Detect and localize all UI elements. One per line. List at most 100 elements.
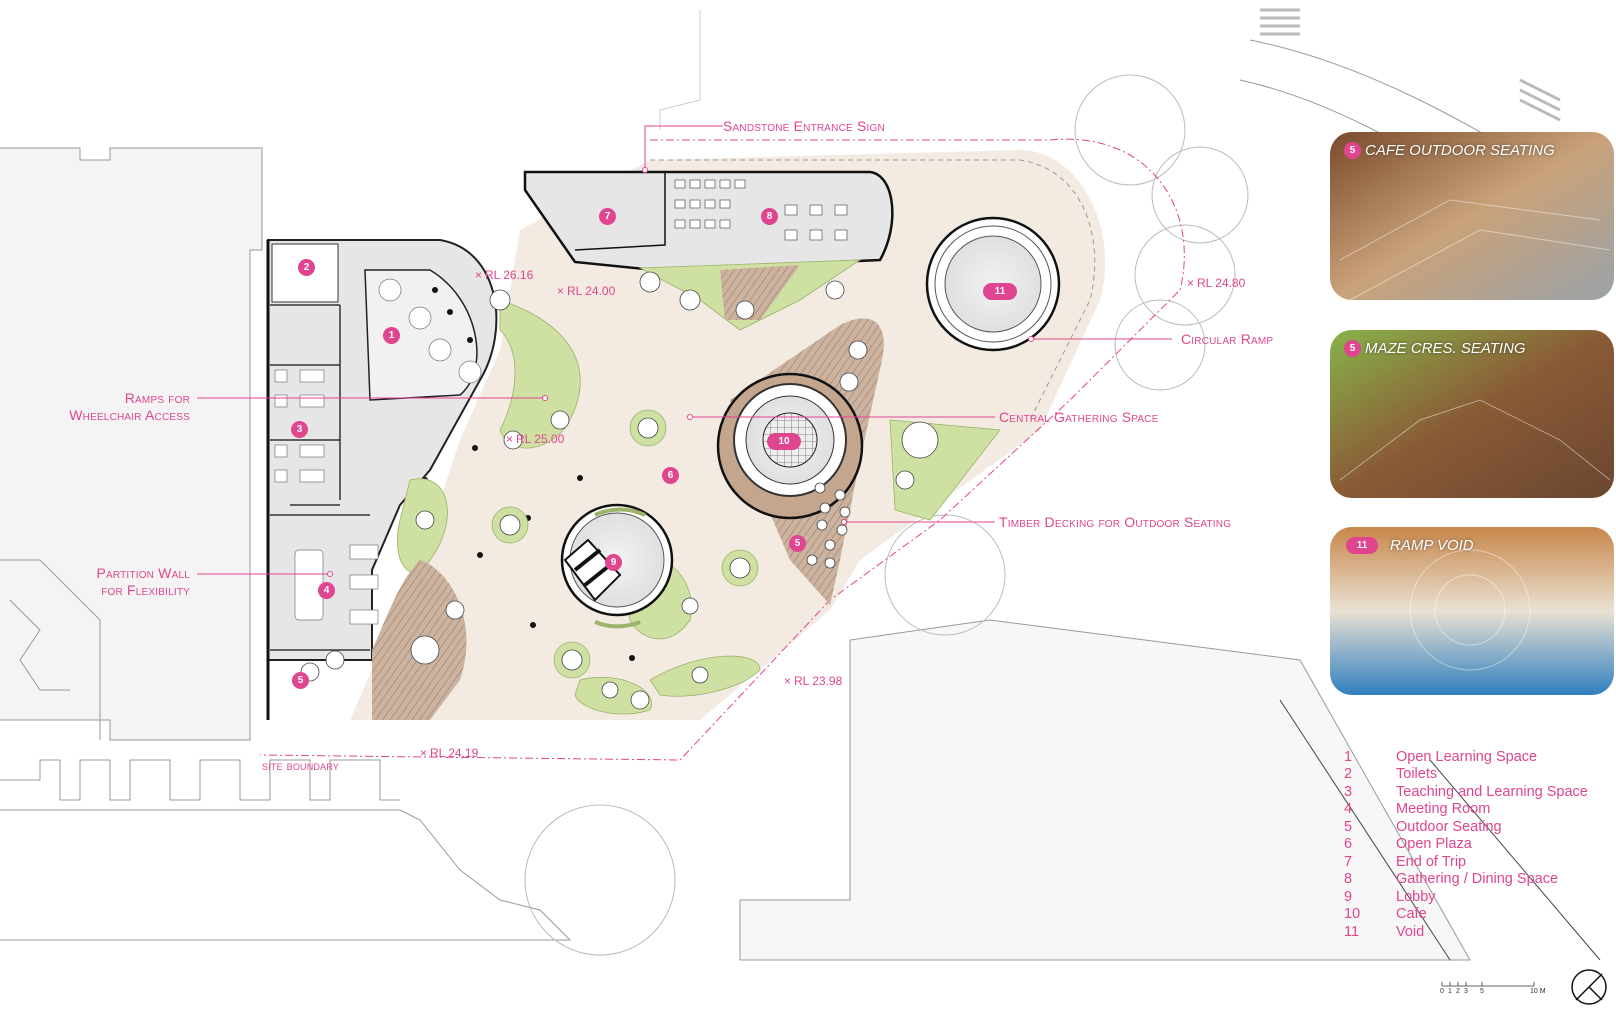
legend-row: 3 Teaching and Learning Space	[1344, 783, 1588, 801]
central-gathering-label: Central Gathering Space	[999, 409, 1159, 425]
legend-label: Teaching and Learning Space	[1396, 783, 1588, 800]
legend-row: 7 End of Trip	[1344, 853, 1588, 871]
scale-tick: 3	[1464, 988, 1468, 995]
scale-tick: 1	[1448, 988, 1452, 995]
cafe-outdoor-seating-photo	[1330, 132, 1614, 300]
legend-number: 3	[1344, 783, 1353, 800]
legend-row: 4 Meeting Room	[1344, 801, 1588, 819]
level-marker-icon: ×	[506, 432, 514, 446]
legend-row: 8 Gathering / Dining Space	[1344, 871, 1588, 889]
learning-building	[266, 239, 635, 720]
scale-tick: 0	[1440, 988, 1444, 995]
circular-ramp-label: Circular Ramp	[1181, 331, 1274, 347]
level-value: RL 23.98	[794, 674, 843, 688]
legend-label: Lobby	[1396, 888, 1436, 905]
legend: 1 Open Learning Space 2 Toilets 3 Teaching …	[1344, 748, 1588, 941]
north-arrow	[1571, 969, 1607, 1005]
crossing	[1260, 8, 1561, 122]
marker-11: 11	[983, 283, 1017, 300]
level-value: RL 24.80	[1197, 276, 1246, 290]
ramp-void-photo	[1330, 527, 1614, 695]
level-rl-24-80: ×RL 24.80	[1187, 276, 1245, 290]
context-trees	[524, 74, 1249, 956]
card-title-text: CAFE OUTDOOR SEATING	[1365, 142, 1555, 159]
legend-label: Open Plaza	[1396, 836, 1472, 853]
card-title-text: MAZE CRES. SEATING	[1365, 340, 1526, 357]
marker-5-west: 5	[292, 672, 309, 689]
legend-label: Void	[1396, 923, 1425, 940]
level-marker-icon: ×	[784, 674, 792, 688]
legend-number: 7	[1344, 853, 1353, 870]
legend-number: 1	[1344, 748, 1353, 765]
partition-label-line-2: for Flexibility	[101, 582, 190, 598]
level-value: RL 24.00	[567, 284, 616, 298]
marker-8: 8	[761, 208, 778, 225]
level-marker-icon: ×	[420, 746, 428, 760]
legend-label: Toilets	[1396, 766, 1438, 783]
marker-7: 7	[599, 208, 616, 225]
marker-4: 4	[318, 582, 335, 599]
level-rl-26-16: ×RL 26.16	[475, 268, 533, 282]
legend-row: 5 Outdoor Seating	[1344, 818, 1588, 836]
dining-building	[523, 170, 894, 272]
legend-number: 10	[1344, 906, 1361, 923]
ramps-label: Ramps for Wheelchair Access	[40, 390, 190, 424]
legend-label: Open Learning Space	[1396, 748, 1538, 765]
card-number: 11	[1346, 537, 1378, 554]
context-buildings	[0, 10, 1601, 961]
card-title: 11 RAMP VOID	[1346, 537, 1474, 554]
scale-tick: 5	[1480, 988, 1484, 995]
site-boundary-line	[259, 138, 1185, 761]
legend-number: 11	[1344, 923, 1360, 940]
legend-number: 2	[1344, 766, 1353, 783]
level-marker-icon: ×	[1187, 276, 1195, 290]
legend-label: Outdoor Seating	[1396, 818, 1502, 835]
marker-5-east: 5	[789, 535, 806, 552]
legend-row: 6 Open Plaza	[1344, 836, 1588, 854]
ramps-label-line-2: Wheelchair Access	[69, 407, 190, 423]
card-title-text: RAMP VOID	[1390, 537, 1474, 554]
legend-number: 5	[1344, 818, 1353, 835]
legend-number: 4	[1344, 801, 1353, 818]
legend-label: Meeting Room	[1396, 801, 1491, 818]
level-value: RL 24.19	[430, 746, 479, 760]
legend-row: 1 Open Learning Space	[1344, 748, 1588, 766]
legend-row: 2 Toilets	[1344, 766, 1588, 784]
scale-tick: 10 M	[1530, 988, 1546, 995]
site-boundary-label: site boundary	[262, 758, 340, 773]
legend-number: 6	[1344, 836, 1353, 853]
legend-number: 8	[1344, 871, 1353, 888]
legend-label: End of Trip	[1396, 853, 1467, 870]
level-marker-icon: ×	[557, 284, 565, 298]
card-number: 5	[1344, 340, 1361, 357]
legend-row: 9 Lobby	[1344, 888, 1588, 906]
level-value: RL 26.16	[485, 268, 534, 282]
legend-row: 10 Cafe	[1344, 906, 1588, 924]
level-rl-25-00: ×RL 25.00	[506, 432, 564, 446]
timber-decking-label: Timber Decking for Outdoor Seating	[999, 514, 1232, 530]
card-ramp-void: 11 RAMP VOID	[1330, 527, 1614, 695]
legend-row: 11 Void	[1344, 923, 1588, 941]
marker-2: 2	[298, 259, 315, 276]
level-rl-24-00: ×RL 24.00	[557, 284, 615, 298]
maze-cres-seating-photo	[1330, 330, 1614, 498]
level-rl-24-19: ×RL 24.19	[420, 746, 478, 760]
level-marker-icon: ×	[475, 268, 483, 282]
marker-1: 1	[383, 327, 400, 344]
partition-label: Partition Wall for Flexibility	[40, 565, 190, 599]
legend-number: 9	[1344, 888, 1353, 905]
scale-tick: 2	[1456, 988, 1460, 995]
legend-label: Gathering / Dining Space	[1396, 871, 1559, 888]
level-rl-23-98: ×RL 23.98	[784, 674, 842, 688]
marker-3: 3	[291, 421, 308, 438]
sandstone-sign-label: Sandstone Entrance Sign	[723, 118, 885, 134]
site-trees	[300, 271, 939, 710]
marker-10: 10	[767, 433, 801, 450]
legend-label: Cafe	[1396, 906, 1427, 923]
partition-label-line-1: Partition Wall	[96, 565, 190, 581]
marker-9: 9	[605, 554, 622, 571]
